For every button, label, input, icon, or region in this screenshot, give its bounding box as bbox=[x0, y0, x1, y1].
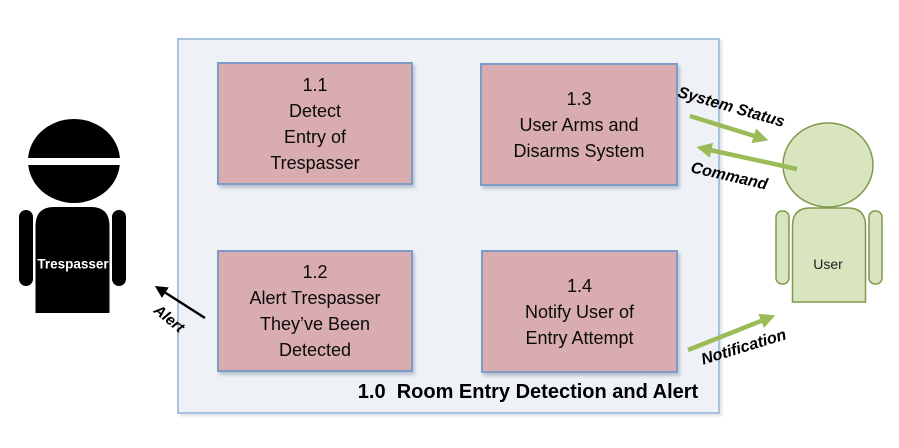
trespasser-head bbox=[28, 119, 120, 203]
system-title: 1.0 Room Entry Detection and Alert bbox=[357, 381, 699, 403]
trespasser-label: Trespasser bbox=[37, 256, 109, 272]
process-line: Alert Trespasser bbox=[249, 288, 381, 308]
user-right-arm bbox=[868, 210, 883, 285]
process-line: 1.4 bbox=[566, 275, 593, 296]
process-line: Detect bbox=[288, 100, 342, 121]
trespasser-mask-stripe bbox=[27, 158, 121, 165]
trespasser-right-arm bbox=[112, 210, 126, 286]
process-line: 1.1 bbox=[302, 74, 328, 95]
process-line: Notify User of bbox=[524, 301, 635, 322]
trespasser-person-icon bbox=[19, 119, 126, 313]
user-label: User bbox=[813, 256, 843, 272]
process-line: They’ve Been bbox=[259, 314, 371, 334]
user-left-arm bbox=[775, 210, 790, 285]
user-head bbox=[782, 122, 874, 208]
process-box-1-3: 1.3 User Arms and Disarms System bbox=[480, 63, 678, 186]
process-box-1-2: 1.2 Alert Trespasser They’ve Been Detect… bbox=[217, 250, 413, 372]
process-line: 1.3 bbox=[566, 88, 592, 109]
process-line: Entry Attempt bbox=[525, 327, 634, 348]
process-line: Entry of bbox=[283, 126, 347, 147]
process-box-1-1: 1.1 Detect Entry of Trespasser bbox=[217, 62, 413, 185]
user-body bbox=[791, 207, 867, 303]
process-line: Disarms System bbox=[513, 140, 645, 161]
process-line: 1.2 bbox=[302, 262, 328, 282]
process-line: Detected bbox=[278, 340, 352, 360]
user-person-icon bbox=[775, 122, 883, 303]
trespasser-left-arm bbox=[19, 210, 33, 286]
process-box-1-4: 1.4 Notify User of Entry Attempt bbox=[481, 250, 678, 373]
process-line: User Arms and bbox=[519, 114, 639, 135]
process-line: Trespasser bbox=[270, 152, 360, 173]
